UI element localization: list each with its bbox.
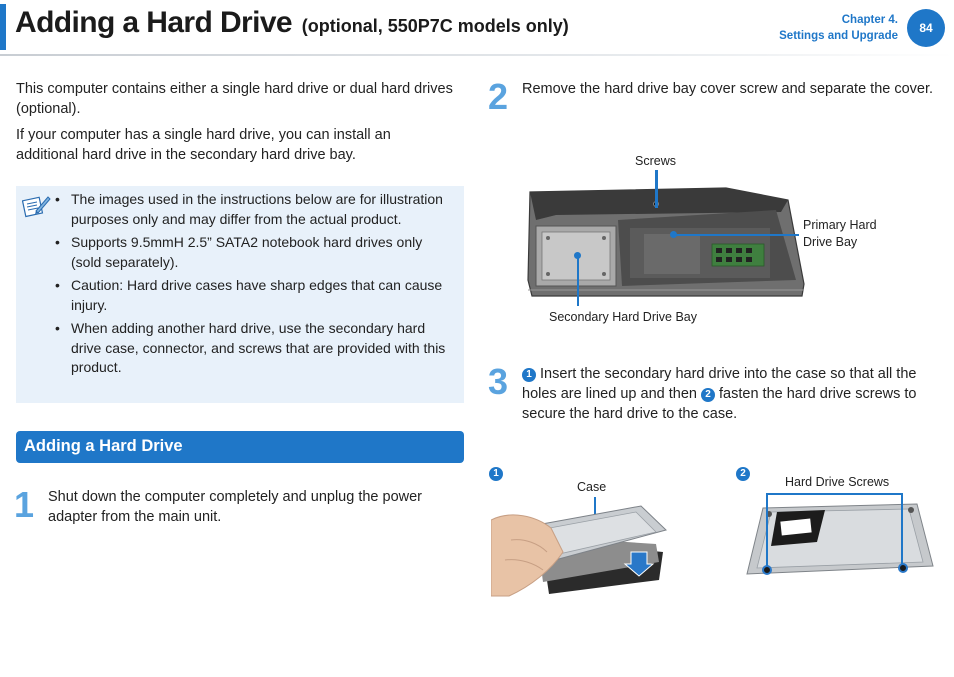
callout-dot-primary: [670, 231, 677, 238]
label-secondary-bay: Secondary Hard Drive Bay: [549, 310, 697, 324]
callout-line-case: [594, 497, 596, 523]
label-hard-drive-screws: Hard Drive Screws: [785, 475, 890, 489]
case-hand-image: [490, 500, 671, 598]
chapter-name: Settings and Upgrade: [779, 30, 898, 42]
step-1-text: Shut down the computer completely and un…: [48, 489, 423, 525]
callout-line-screws: [655, 170, 658, 208]
note-box: [16, 186, 464, 403]
callout-bracket-top: [766, 493, 901, 495]
chapter-label: Chapter 4. Settings and Upgrade: [779, 12, 898, 44]
page-title-main: Adding a Hard Drive: [15, 6, 293, 39]
callout-line-screw-right: [901, 493, 903, 564]
callout-line-screw-left: [766, 493, 768, 566]
step-2-text: Remove the hard drive bay cover screw an…: [522, 81, 934, 97]
note-item: •Caution: Hard drive cases have sharp ed…: [55, 277, 443, 313]
drive-in-case-image: [737, 500, 937, 582]
note-list: •The images used in the instructions bel…: [55, 190, 455, 382]
step-3-marker-2: 2: [700, 388, 715, 402]
header-divider: [0, 54, 954, 56]
step-1-number: 1: [14, 484, 35, 525]
intro-paragraph-1: This computer contains either a single h…: [16, 81, 453, 117]
step-2-number: 2: [488, 76, 509, 117]
note-pencil-icon: [21, 193, 52, 219]
label-case: Case: [577, 480, 607, 494]
note-item: •Supports 9.5mmH 2.5” SATA2 notebook har…: [55, 234, 423, 270]
step-3-number: 3: [488, 361, 509, 402]
chapter-number: Chapter 4.: [841, 14, 898, 26]
note-item: •When adding another hard drive, use the…: [55, 320, 446, 375]
laptop-bottom-image: [526, 170, 806, 305]
section-header-bar: [16, 431, 464, 463]
section-title: Adding a Hard Drive: [24, 437, 183, 455]
step-3-marker-1: 1: [522, 368, 536, 382]
callout-dot-secondary: [574, 252, 581, 259]
figure-1-marker: 1: [489, 464, 503, 482]
page-title: Adding a Hard Drive (optional, 550P7C mo…: [15, 6, 569, 40]
page-number-badge: 84: [907, 9, 945, 47]
callout-line-secondary: [577, 256, 579, 306]
header-accent-bar: [0, 4, 6, 50]
callout-line-primary: [675, 234, 799, 236]
note-item: •The images used in the instructions bel…: [55, 191, 443, 227]
intro-paragraph-2: If your computer has a single hard drive…: [16, 127, 391, 163]
figure-2-marker: 2: [736, 464, 750, 482]
page-subtitle: (optional, 550P7C models only): [301, 16, 569, 36]
label-screws: Screws: [635, 154, 676, 168]
label-primary-bay: Primary Hard Drive Bay: [803, 218, 877, 249]
step-3-text: 1 Insert the secondary hard drive into t…: [522, 366, 917, 422]
